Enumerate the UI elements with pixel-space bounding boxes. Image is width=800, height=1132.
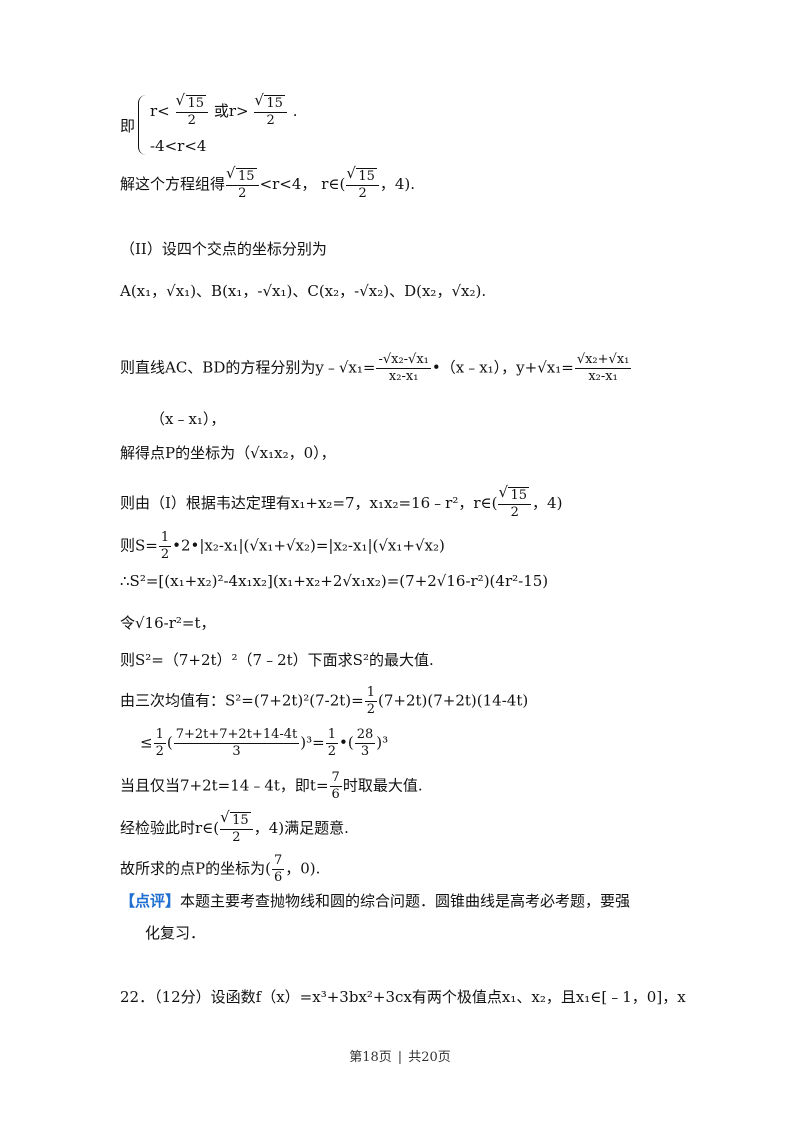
question-22: 22．（12分）设函数f（x）=x³+3bx²+3cx有两个极值点x₁、x₂，且… <box>120 988 686 1006</box>
point-p: 解得点P的坐标为（√x₁x₂，0）， <box>120 444 336 462</box>
check-line: 经检验此时r∈(152，4)满足题意. <box>120 809 349 846</box>
brace-line-1: r< 152 或r> 152 . <box>150 92 298 129</box>
page-footer: 第18页|共20页 <box>349 1050 451 1065</box>
part2-title: （II）设四个交点的坐标分别为 <box>120 240 327 258</box>
brace-line-2: -4<r<4 <box>150 137 207 155</box>
lines-equation-cont: （x﹣x₁）， <box>150 410 226 428</box>
left-brace <box>138 95 151 155</box>
solve-line: 解这个方程组得152<r<4， r∈(152，4). <box>120 165 415 202</box>
comment-tag: 【点评】 <box>120 892 181 910</box>
comment-line: 【点评】本题主要考查抛物线和圆的综合问题．圆锥曲线是高考必考题，要强 <box>120 892 631 910</box>
footer-total: 共20页 <box>408 1050 451 1065</box>
then-line: 则S²=（7+2t）²（7﹣2t）下面求S²的最大值. <box>120 651 434 669</box>
s-squared-line: ∴S²=[(x₁+x₂)²-4x₁x₂](x₁+x₂+2√x₁x₂)=(7+2√… <box>120 572 549 590</box>
comment-line-2: 化复习． <box>145 924 206 942</box>
footer-page: 第18页 <box>349 1050 392 1065</box>
points-line: A(x₁，√x₁)、B(x₁，-√x₁)、C(x₂，-√x₂)、D(x₂，√x₂… <box>120 282 487 300</box>
vieta-line: 则由（I）根据韦达定理有x₁+x₂=7，x₁x₂=16﹣r²，r∈(152，4) <box>120 484 562 521</box>
let-line: 令√16-r²=t， <box>120 614 216 632</box>
brace-prefix: 即 <box>120 117 136 135</box>
